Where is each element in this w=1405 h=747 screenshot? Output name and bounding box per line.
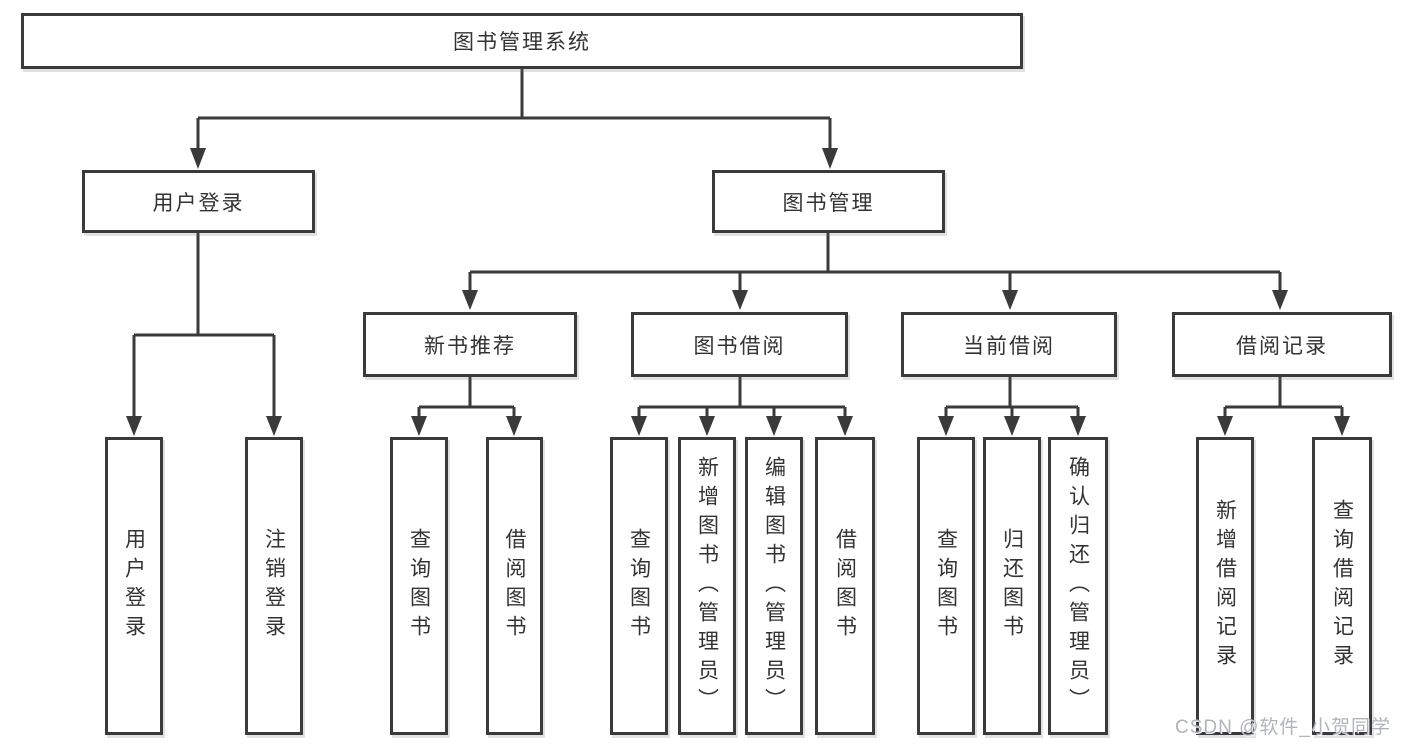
leaf-recommend-borrow-books-label: 借阅图书: [503, 528, 526, 644]
arrowhead: [190, 148, 206, 169]
arrowhead: [938, 416, 954, 436]
node-root: 图书管理系统: [21, 13, 1023, 69]
leaf-add-book-admin-label: 新增图书（管理员）: [695, 455, 719, 717]
leaf-borrow-books: 借阅图书: [815, 437, 875, 735]
leaf-add-borrow-record-label: 新增借阅记录: [1213, 499, 1237, 673]
login-to-leaves-lines: [132, 233, 276, 417]
arrowhead: [266, 416, 282, 436]
arrowhead: [837, 416, 853, 436]
arrowhead: [766, 416, 782, 436]
node-borrow-records-label: 借阅记录: [1236, 334, 1328, 358]
leaf-user-login: 用户登录: [105, 437, 163, 735]
leaf-query-borrow-record: 查询借阅记录: [1312, 437, 1372, 735]
node-user-login: 用户登录: [82, 170, 315, 233]
leaf-current-query-books: 查询图书: [917, 437, 975, 735]
leaf-recommend-query-books-label: 查询图书: [407, 528, 431, 644]
leaf-current-query-books-label: 查询图书: [934, 528, 958, 644]
node-book-management: 图书管理: [712, 170, 945, 233]
leaf-return-book-label: 归还图书: [1000, 528, 1024, 644]
leaf-borrow-query-books-label: 查询图书: [627, 528, 651, 644]
csdn-watermark: CSDN @软件_小贺同学: [1175, 717, 1391, 738]
leaf-borrow-query-books: 查询图书: [610, 437, 668, 735]
node-new-book-recommend-label: 新书推荐: [424, 334, 516, 358]
recommend-to-leaves-lines: [417, 377, 516, 417]
leaf-return-book: 归还图书: [983, 437, 1041, 735]
arrowhead: [1217, 416, 1233, 436]
arrowhead: [506, 416, 522, 436]
leaf-confirm-return-admin-label: 确认归还（管理员）: [1066, 455, 1090, 717]
leaf-recommend-borrow-books: 借阅图书: [486, 437, 543, 735]
arrowhead: [462, 290, 478, 310]
leaf-confirm-return-admin: 确认归还（管理员）: [1048, 437, 1108, 735]
arrowhead: [126, 416, 142, 436]
records-to-leaves-lines: [1223, 377, 1344, 417]
node-user-login-label: 用户登录: [152, 191, 245, 215]
arrowheads: [126, 148, 1350, 436]
arrowhead: [1272, 290, 1288, 310]
leaf-query-borrow-record-label: 查询借阅记录: [1330, 499, 1354, 673]
node-current-borrow: 当前借阅: [901, 312, 1117, 377]
arrowhead: [822, 148, 838, 169]
leaf-user-login-label: 用户登录: [122, 528, 146, 644]
arrowhead: [1070, 416, 1086, 436]
node-book-borrow-label: 图书借阅: [693, 334, 786, 358]
root-to-level2-lines: [196, 69, 832, 149]
arrowhead: [1334, 416, 1350, 436]
node-book-management-label: 图书管理: [782, 191, 875, 215]
arrowhead: [631, 416, 647, 436]
arrowhead: [1002, 290, 1018, 310]
borrow-to-leaves-lines: [637, 377, 847, 417]
node-book-borrow: 图书借阅: [631, 312, 848, 377]
node-new-book-recommend: 新书推荐: [363, 312, 577, 377]
leaf-add-book-admin: 新增图书（管理员）: [678, 437, 736, 735]
arrowhead: [732, 290, 748, 310]
node-borrow-records: 借阅记录: [1172, 312, 1392, 377]
leaf-recommend-query-books: 查询图书: [390, 437, 448, 735]
leaf-add-borrow-record: 新增借阅记录: [1196, 437, 1254, 735]
node-root-label: 图书管理系统: [453, 31, 591, 54]
arrowhead: [411, 416, 427, 436]
arrowhead: [699, 416, 715, 436]
leaf-edit-book-admin-label: 编辑图书（管理员）: [762, 455, 786, 717]
leaf-logout: 注销登录: [245, 437, 303, 735]
current-to-leaves-lines: [944, 377, 1080, 417]
leaf-borrow-books-label: 借阅图书: [833, 528, 857, 644]
leaf-logout-label: 注销登录: [262, 528, 286, 644]
mgmt-to-level3-lines: [468, 233, 1282, 291]
leaf-edit-book-admin: 编辑图书（管理员）: [745, 437, 803, 735]
node-current-borrow-label: 当前借阅: [963, 334, 1055, 358]
arrowhead: [1004, 416, 1020, 436]
